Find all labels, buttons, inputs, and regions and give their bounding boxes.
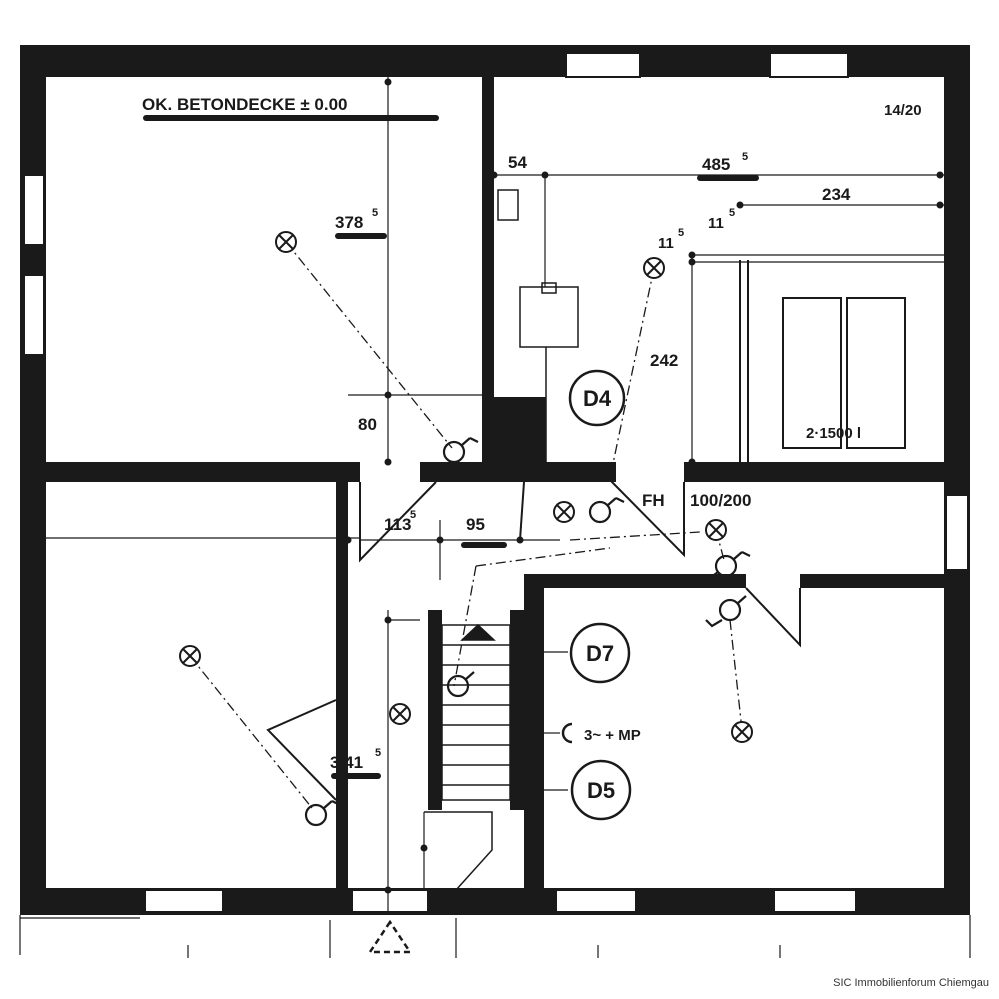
- d4-marker: [568, 369, 626, 427]
- dim-11-a: 11: [708, 215, 724, 232]
- dimension-ticks: [344, 78, 944, 894]
- switch-icon: [304, 800, 341, 827]
- dim-485-sup: 5: [742, 151, 748, 163]
- d5-marker: [570, 759, 632, 821]
- d4-label: D4: [583, 386, 612, 411]
- power-socket-icon: [561, 722, 573, 744]
- dim-80: 80: [358, 415, 377, 434]
- dim-341-sup: 5: [375, 747, 381, 759]
- interior-walls: [20, 77, 970, 890]
- light-fixtures: [179, 231, 753, 743]
- dim-341: 3.41: [330, 753, 363, 772]
- light-icon: [731, 721, 753, 743]
- switch-icon: [442, 437, 479, 464]
- d5-label: D5: [587, 778, 615, 803]
- d7-label: D7: [586, 641, 614, 666]
- label-underlines: [143, 115, 759, 779]
- d7-marker: [569, 622, 631, 684]
- dim-11-b: 11: [658, 235, 674, 252]
- dim-485: 485: [702, 155, 730, 174]
- boiler-unit: [497, 189, 579, 462]
- light-icon: [275, 231, 297, 253]
- tank-label: 2·1500 l: [806, 425, 861, 442]
- dim-54: 54: [508, 153, 527, 172]
- dim-378-sup: 5: [372, 207, 378, 219]
- light-icon: [643, 257, 665, 279]
- entrance-marker: [367, 919, 413, 954]
- switch-icon: [709, 551, 751, 579]
- dim-95: 95: [466, 515, 485, 534]
- light-icon: [553, 501, 575, 523]
- oil-tanks: [739, 260, 906, 462]
- dim-113: 113: [384, 515, 411, 534]
- light-icon: [705, 519, 727, 541]
- fh-size: 100/200: [690, 491, 751, 510]
- dim-11-b-sup: 5: [678, 227, 684, 239]
- staircase: [424, 623, 511, 891]
- dim-113-sup: 5: [410, 509, 416, 521]
- dim-234: 234: [822, 185, 851, 204]
- socket-label: 3~ + MP: [584, 727, 641, 744]
- distribution-markers: [568, 369, 632, 821]
- windows: [23, 52, 969, 913]
- wiring-lines: [189, 241, 743, 809]
- light-icon: [389, 703, 411, 725]
- switch-icon: [446, 671, 475, 698]
- fh-label: FH: [642, 491, 665, 510]
- light-switches: [304, 437, 751, 827]
- door-swings: [266, 479, 801, 801]
- dim-242: 242: [650, 351, 678, 370]
- switch-icon: [588, 497, 625, 524]
- scale-note: 14/20: [884, 102, 922, 119]
- switch-icon: [705, 595, 747, 628]
- credit-caption: SIC Immobilienforum Chiemgau: [833, 977, 989, 989]
- dimension-lines: [19, 77, 971, 958]
- dim-11-a-sup: 5: [729, 207, 735, 219]
- floor-label: OK. BETONDECKE ± 0.00: [142, 95, 348, 114]
- dim-378: 378: [335, 213, 363, 232]
- light-icon: [179, 645, 201, 667]
